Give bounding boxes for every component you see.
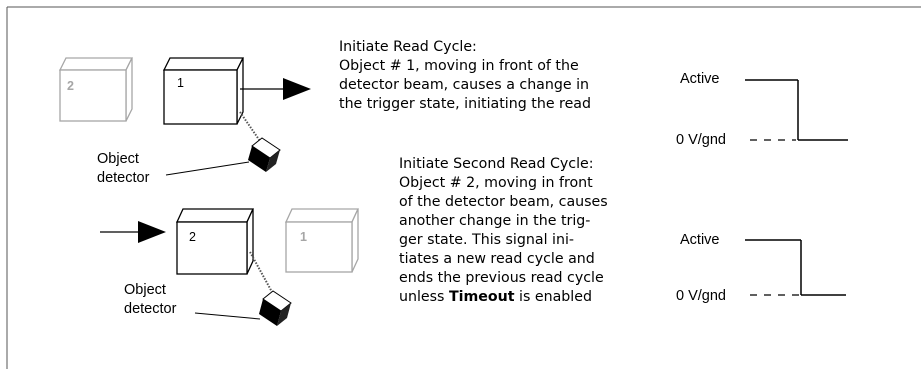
box-number-label: 1 xyxy=(177,76,184,90)
motion-arrow xyxy=(240,78,311,100)
motion-arrow xyxy=(100,221,166,243)
detector-beam xyxy=(249,251,273,293)
cycle-description-line-2: of the detector beam, causes xyxy=(399,194,608,210)
last-line-prefix: unless xyxy=(399,289,449,305)
box-number-label: 1 xyxy=(300,230,307,244)
cycle-description-line-2: detector beam, causes a change in xyxy=(339,77,589,93)
signal-low-label: 0 V/gnd xyxy=(676,132,726,148)
cycle-description-line-7: unless Timeout is enabled xyxy=(399,289,592,305)
box-number-label: 2 xyxy=(189,230,196,244)
cycle-title: Initiate Read Cycle: xyxy=(339,39,477,55)
cycle-title: Initiate Second Read Cycle: xyxy=(399,156,594,172)
cycle-description-line-5: tiates a new read cycle and xyxy=(399,251,595,267)
trigger-signal-waveform: Active 0 V/gnd xyxy=(676,71,848,148)
cycle-description-line-1: Object # 1, moving in front of the xyxy=(339,58,579,74)
box-number-label: 2 xyxy=(67,79,74,93)
read-cycle-1: 2 1 Object detector Initiate Read Cycle: xyxy=(58,39,848,186)
read-cycle-2: 2 1 Object detector Initiate Second Read… xyxy=(100,156,846,326)
object-detector-device xyxy=(259,290,292,326)
cycle-description-line-6: ends the previous read cycle xyxy=(399,270,604,286)
last-line-suffix: is enabled xyxy=(515,289,592,305)
object-box-2-faded: 2 xyxy=(58,57,134,122)
signal-low-label: 0 V/gnd xyxy=(676,288,726,304)
detector-leader-line xyxy=(165,161,250,176)
object-box-1-faded: 1 xyxy=(284,208,360,273)
cycle-description-line-3: another change in the trig- xyxy=(399,213,590,229)
detector-label-line-2: detector xyxy=(124,301,177,317)
signal-active-label: Active xyxy=(680,71,720,87)
signal-active-label: Active xyxy=(680,232,720,248)
detector-leader-line xyxy=(194,312,261,320)
detector-label-line-1: Object xyxy=(124,282,166,298)
object-box-1: 1 xyxy=(162,57,245,125)
timeout-keyword: Timeout xyxy=(449,289,515,305)
cycle-description-line-1: Object # 2, moving in front xyxy=(399,175,593,191)
cycle-description-line-4: ger state. This signal ini- xyxy=(399,232,574,248)
trigger-signal-waveform: Active 0 V/gnd xyxy=(676,232,846,304)
cycle-description-line-3: the trigger state, initiating the read xyxy=(339,96,591,112)
object-box-2: 2 xyxy=(175,208,255,275)
detector-label-line-1: Object xyxy=(97,151,139,167)
detector-beam xyxy=(239,111,263,145)
detector-label-line-2: detector xyxy=(97,170,150,186)
object-detector-device xyxy=(248,137,281,172)
